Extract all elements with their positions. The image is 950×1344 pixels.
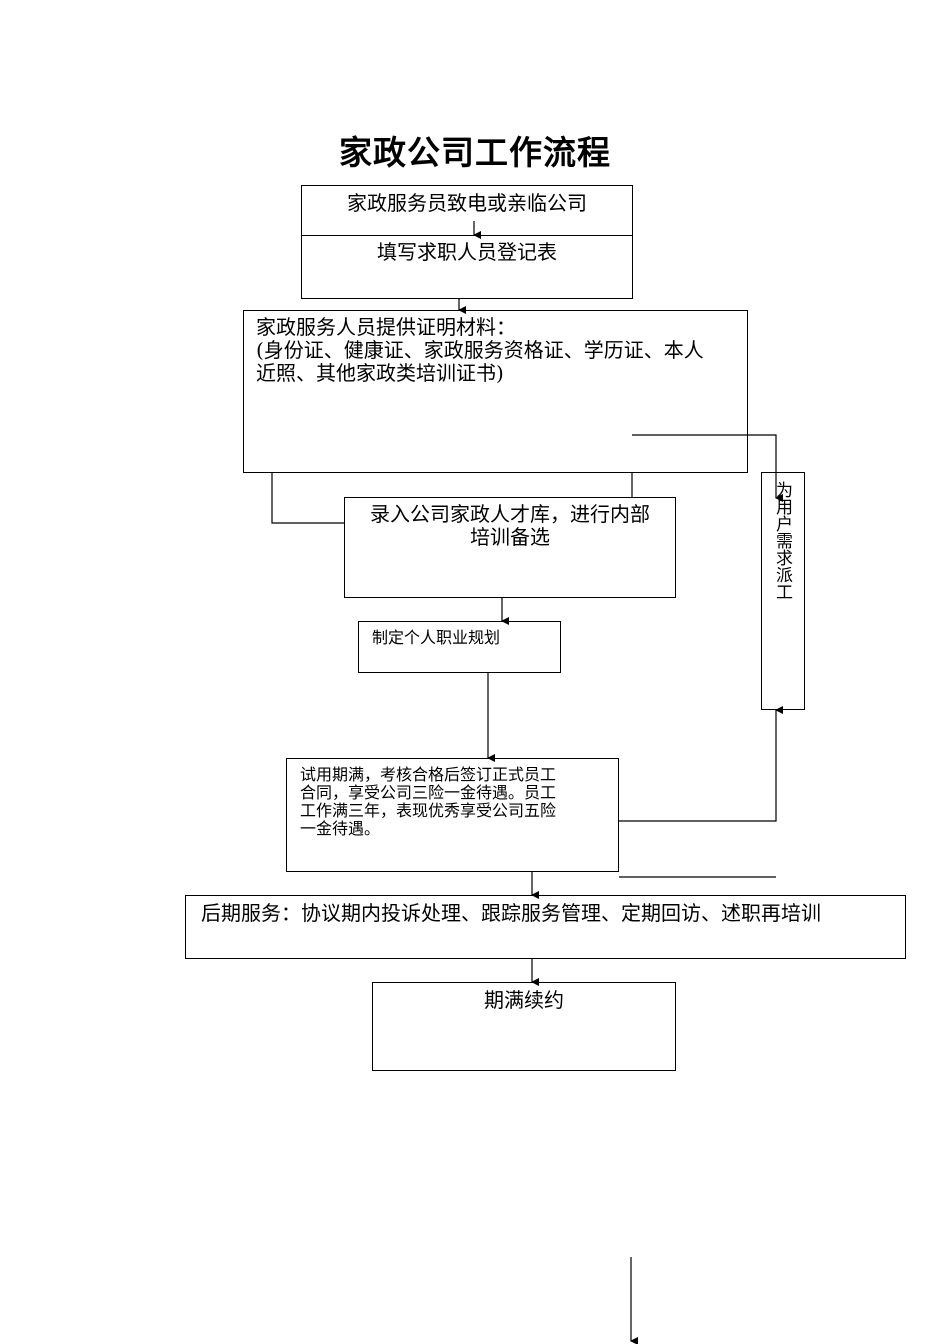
box-call-or-visit: 家政服务员致电或亲临公司 — [301, 185, 633, 237]
label-certificates-2: (身份证、健康证、家政服务资格证、学历证、本人 — [256, 338, 704, 362]
arrow-3-dispatch — [632, 434, 783, 502]
arrow-6-dispatch — [619, 706, 783, 822]
label-talent-pool-1: 录入公司家政人才库，进行内部 — [370, 502, 650, 526]
box-after-service: 后期服务：协议期内投诉处理、跟踪服务管理、定期回访、述职再培训 — [185, 895, 906, 959]
box-dispatch: 为用户需求派工 — [761, 472, 805, 710]
box-talent-pool: 录入公司家政人才库，进行内部 培训备选 — [344, 497, 676, 598]
label-certificates-3: 近照、其他家政类培训证书) — [256, 361, 504, 385]
box-renewal: 期满续约 — [372, 982, 676, 1071]
label-dispatch: 为用户需求派工 — [772, 481, 792, 600]
label-after-service: 后期服务：协议期内投诉处理、跟踪服务管理、定期回访、述职再培训 — [201, 901, 821, 925]
label-probation-3: 工作满三年，表现优秀享受公司五险 — [300, 801, 557, 820]
label-probation-2: 合同，享受公司三险一金待遇。员工 — [300, 783, 557, 802]
label-probation-1: 试用期满，考核合格后签订正式员工 — [300, 765, 557, 784]
box-career-plan: 制定个人职业规划 — [358, 621, 561, 673]
label-certificates-1: 家政服务人员提供证明材料： — [256, 315, 516, 339]
box-probation: 试用期满，考核合格后签订正式员工 合同，享受公司三险一金待遇。员工 工作满三年，… — [286, 758, 619, 872]
page-title: 家政公司工作流程 — [339, 133, 611, 172]
label-call-or-visit: 家政服务员致电或亲临公司 — [347, 191, 587, 215]
line-3-4-left — [271, 473, 344, 524]
label-talent-pool-2: 培训备选 — [470, 525, 550, 549]
box-registration-form: 填写求职人员登记表 — [301, 235, 633, 299]
label-registration-form: 填写求职人员登记表 — [377, 240, 557, 264]
label-career-plan: 制定个人职业规划 — [372, 628, 501, 647]
box-certificates: 家政服务人员提供证明材料： (身份证、健康证、家政服务资格证、学历证、本人 近照… — [243, 310, 748, 473]
label-renewal: 期满续约 — [484, 988, 564, 1012]
label-probation-4: 一金待遇。 — [300, 819, 381, 838]
